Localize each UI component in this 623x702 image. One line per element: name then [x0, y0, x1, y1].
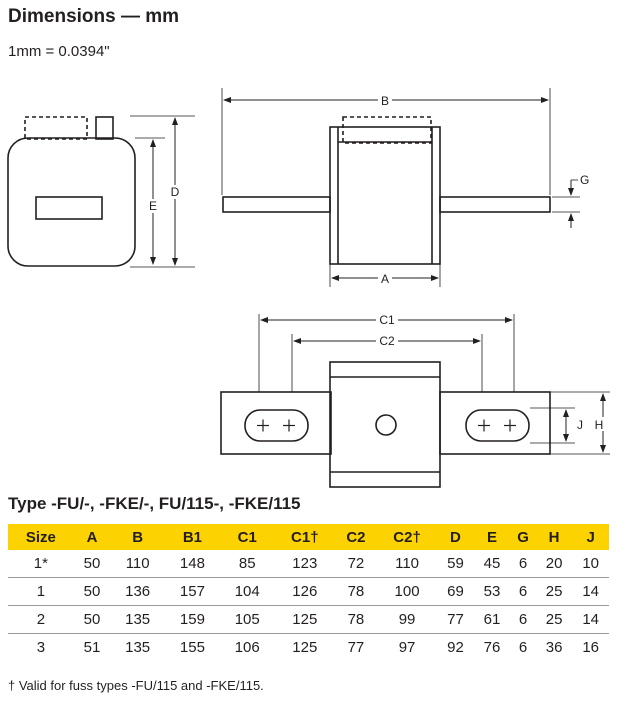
- table-cell: 110: [110, 550, 166, 578]
- table-cell: 157: [165, 577, 220, 606]
- table-row: 1 50 136 157 104 126 78 100 69 53 6 25 1…: [8, 577, 609, 606]
- table-cell: 61: [473, 605, 511, 634]
- table-row: 2 50 135 159 105 125 78 99 77 61 6 25 14: [8, 605, 609, 634]
- table-cell: 126: [274, 577, 335, 606]
- col-header: C1†: [274, 524, 335, 550]
- table-cell: 135: [125, 639, 151, 656]
- table-cell: 92: [447, 639, 464, 656]
- col-header: J: [572, 524, 609, 550]
- col-header: E: [473, 524, 511, 550]
- table-cell: 77: [437, 605, 474, 634]
- dim-label-h: H: [595, 418, 604, 432]
- table-cell: 97: [398, 639, 416, 656]
- table-cell: 59: [437, 550, 474, 578]
- dim-label-b: B: [381, 94, 389, 108]
- col-header: C2: [334, 524, 377, 550]
- table-cell: 104: [219, 577, 275, 606]
- col-header: A: [73, 524, 111, 550]
- dim-label-a: A: [381, 272, 389, 286]
- fuse-dimension-drawing: B D E A G C1 C2 J H: [7, 88, 610, 488]
- table-cell: 105: [219, 605, 275, 634]
- table-cell: 78: [334, 577, 377, 606]
- table-cell: 155: [179, 639, 205, 656]
- dim-label-g: G: [580, 173, 589, 187]
- table-cell: 16: [582, 639, 600, 656]
- table-cell: 10: [572, 550, 609, 578]
- col-header: Size: [8, 524, 74, 550]
- col-header: G: [510, 524, 536, 550]
- table-header-row: Size A B B1 C1 C1† C2 C2† D E G H J: [8, 524, 609, 550]
- table-cell: 148: [165, 550, 220, 578]
- table-cell: 14: [572, 605, 609, 634]
- table-cell: 106: [234, 639, 260, 656]
- table-cell: 50: [73, 577, 111, 606]
- col-header: C1: [219, 524, 275, 550]
- table-cell: 6: [510, 577, 536, 606]
- dim-label-d: D: [171, 185, 180, 199]
- table-cell: 135: [110, 605, 166, 634]
- col-header: B: [110, 524, 166, 550]
- table-cell: 25: [535, 577, 573, 606]
- table-cell: 78: [334, 605, 377, 634]
- table-cell: 99: [376, 605, 438, 634]
- table-row: 1* 50 110 148 85 123 72 110 59 45 6 20 1…: [8, 550, 609, 578]
- col-header: B1: [165, 524, 220, 550]
- table-cell: 85: [219, 550, 275, 578]
- dim-label-c1: C1: [379, 313, 395, 327]
- front-view: [221, 88, 580, 287]
- table-cell: 123: [274, 550, 335, 578]
- col-header: D: [437, 524, 474, 550]
- table-row: 3 51 135 155 106 125 77 97 92 76 6 36 16: [8, 634, 609, 662]
- dim-label-c2: C2: [379, 334, 395, 348]
- top-view: [220, 314, 610, 488]
- table-cell: 125: [292, 639, 318, 656]
- table-cell: 77: [347, 639, 365, 656]
- table-cell: 25: [535, 605, 573, 634]
- table-cell: 20: [535, 550, 573, 578]
- table-cell: 1*: [8, 550, 74, 578]
- col-header: H: [535, 524, 573, 550]
- table-cell: 50: [73, 550, 111, 578]
- unit-conversion: 1mm = 0.0394": [8, 43, 110, 60]
- table-cell: 3: [36, 639, 46, 656]
- table-cell: 45: [473, 550, 511, 578]
- table-cell: 14: [572, 577, 609, 606]
- table-cell: 159: [165, 605, 220, 634]
- table-cell: 53: [473, 577, 511, 606]
- table-cell: 50: [73, 605, 111, 634]
- col-header: C2†: [376, 524, 438, 550]
- table-cell: 6: [518, 639, 528, 656]
- table-cell: 76: [483, 639, 501, 656]
- table-cell: 6: [510, 550, 536, 578]
- table-cell: 2: [8, 605, 74, 634]
- table-title: Type -FU/-, -FKE/-, FU/115-, -FKE/115: [8, 494, 301, 513]
- dimensions-table: Size A B B1 C1 C1† C2 C2† D E G H J 1* 5…: [8, 524, 609, 661]
- footnote: † Valid for fuss types -FU/115 and -FKE/…: [8, 678, 264, 693]
- table-cell: 6: [510, 605, 536, 634]
- table-cell: 136: [110, 577, 166, 606]
- table-cell: 69: [437, 577, 474, 606]
- dim-label-j: J: [577, 418, 583, 432]
- table-cell: 100: [376, 577, 438, 606]
- page-title: Dimensions — mm: [8, 6, 180, 27]
- table-cell: 36: [545, 639, 563, 656]
- side-view: [7, 115, 195, 268]
- table-cell: 1: [8, 577, 74, 606]
- table-cell: 110: [376, 550, 438, 578]
- table-cell: 72: [334, 550, 377, 578]
- dim-label-e: E: [149, 199, 157, 213]
- table-cell: 51: [83, 639, 101, 656]
- table-cell: 125: [274, 605, 335, 634]
